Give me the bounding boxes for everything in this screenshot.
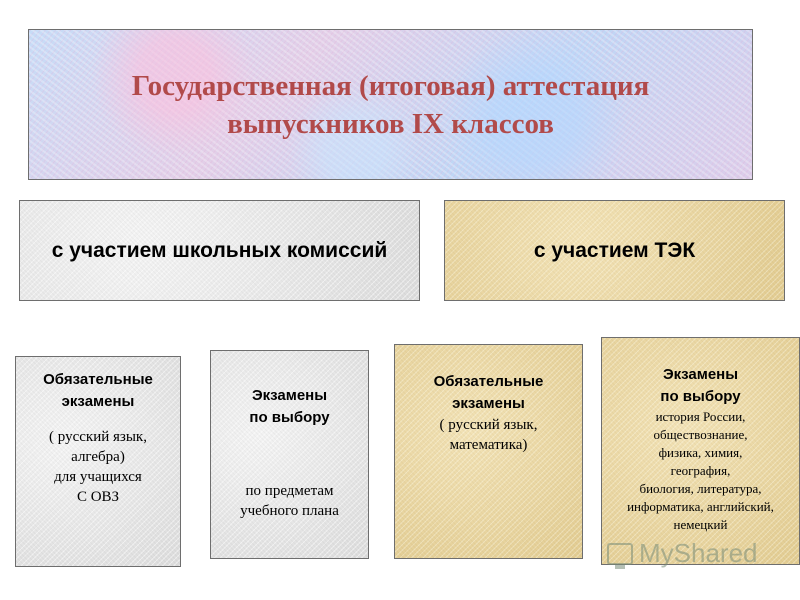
subject-item: география, (670, 463, 731, 478)
subject-item: немецкий (673, 517, 728, 532)
school-mandatory-heading-2: экзамены (61, 393, 135, 410)
watermark: MyShared (607, 538, 758, 569)
tek-label: с участием ТЭК (533, 238, 696, 262)
school-mandatory-body-2: алгебра) (71, 449, 125, 465)
tek-mandatory-body-1: ( русский язык, (439, 417, 538, 433)
tek-elective-card: Экзамены по выбору история России, общес… (601, 337, 800, 565)
school-commission-branch: с участием школьных комиссий (19, 200, 420, 301)
school-mandatory-body-4: С ОВЗ (76, 489, 120, 505)
school-mandatory-body-3: для учащихся (54, 469, 142, 485)
school-mandatory-heading-1: Обязательные (43, 371, 153, 388)
subject-item: физика, химия, (658, 445, 743, 460)
subject-item: история России, (655, 409, 746, 424)
title-line-1: Государственная (итоговая) аттестация (131, 69, 650, 102)
school-mandatory-card: Обязательные экзамены ( русский язык, ал… (15, 356, 181, 567)
tek-elective-subject-list: история России, обществознание, физика, … (602, 408, 799, 534)
school-elective-heading-1: Экзамены (251, 387, 328, 404)
school-mandatory-body-1: ( русский язык, (49, 429, 147, 445)
tek-mandatory-heading-2: экзамены (452, 395, 525, 412)
watermark-text: MyShared (639, 538, 758, 568)
tek-elective-heading-2: по выбору (660, 388, 741, 405)
subject-item: информатика, английский, (627, 499, 774, 514)
subject-item: биология, литература, (639, 481, 762, 496)
school-elective-card: Экзамены по выбору по предметам учебного… (210, 350, 369, 559)
school-elective-heading-2: по выбору (249, 409, 330, 426)
page-title: Государственная (итоговая) аттестация вы… (132, 67, 650, 143)
school-elective-body-2: учебного плана (240, 503, 339, 519)
tek-mandatory-body-2: математика) (449, 437, 528, 453)
subject-item: обществознание, (653, 427, 748, 442)
title-banner: Государственная (итоговая) аттестация вы… (28, 29, 753, 180)
tek-mandatory-card: Обязательные экзамены ( русский язык, ма… (394, 344, 583, 559)
tek-branch: с участием ТЭК (444, 200, 785, 301)
tek-elective-heading-1: Экзамены (662, 366, 739, 383)
monitor-icon (607, 542, 633, 569)
school-elective-body-1: по предметам (245, 483, 334, 499)
title-line-2: выпускников IX классов (227, 107, 554, 140)
tek-mandatory-heading-1: Обязательные (433, 373, 544, 390)
school-commission-label: с участием школьных комиссий (51, 238, 388, 262)
